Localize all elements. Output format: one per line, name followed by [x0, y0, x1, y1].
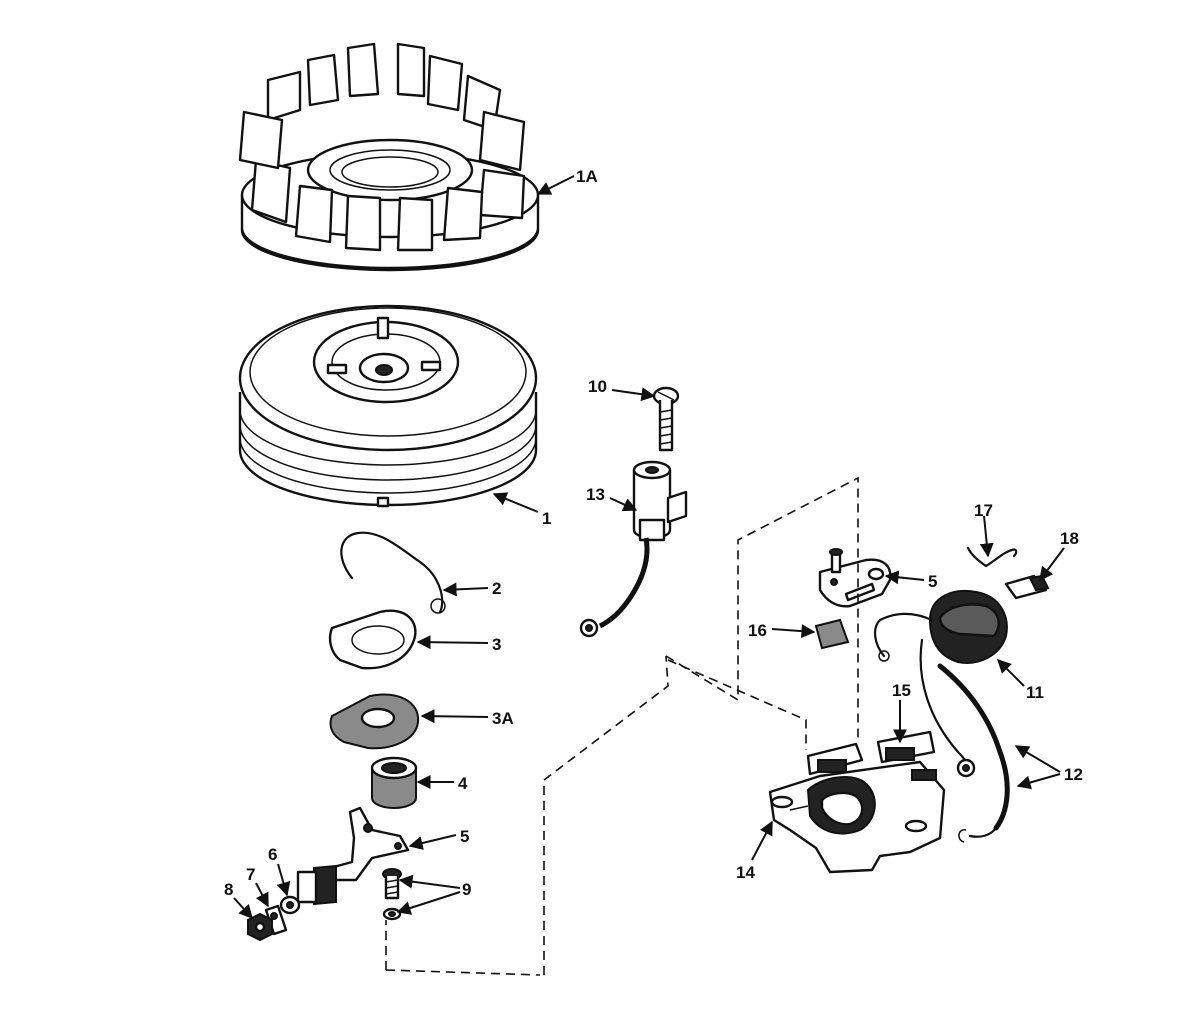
callout-labels: 1A 1 2 3 3A 4 5 6 7 8 9 10 13 5 16 17 18… [224, 167, 1083, 899]
callout-18: 18 [1060, 529, 1079, 548]
callout-12: 12 [1064, 765, 1083, 784]
flywheel-part-1 [238, 304, 538, 508]
callout-15: 15 [892, 681, 911, 700]
callout-17: 17 [974, 501, 993, 520]
bracket-part-5 [818, 548, 892, 608]
callout-1A: 1A [576, 167, 598, 186]
callout-11: 11 [1026, 683, 1044, 702]
callout-5-lower: 5 [460, 827, 469, 846]
armature-part-15 [806, 730, 936, 776]
small-washer-part-6 [279, 895, 301, 915]
callout-5-upper: 5 [928, 572, 937, 591]
callout-10: 10 [588, 377, 607, 396]
fan-part-1A [238, 42, 540, 272]
callout-7: 7 [246, 865, 255, 884]
callout-14: 14 [736, 863, 755, 882]
spring-part-2 [340, 531, 446, 614]
coil-part-11 [874, 590, 1008, 778]
callout-3: 3 [492, 635, 501, 654]
callout-9: 9 [462, 880, 471, 899]
callout-6: 6 [268, 845, 277, 864]
leader-arrows [233, 175, 1065, 920]
felt-pad-part-16 [814, 618, 850, 650]
wire-clip-part-17 [966, 546, 1018, 568]
callout-16: 16 [748, 621, 767, 640]
lead-part-12 [937, 663, 1010, 843]
callout-1: 1 [542, 509, 551, 528]
condenser-part-13 [579, 460, 688, 638]
stator-plate-part-14 [768, 760, 946, 874]
bushing-part-4 [370, 756, 418, 809]
callout-4: 4 [458, 774, 468, 793]
callout-2: 2 [492, 579, 501, 598]
callout-8: 8 [224, 880, 233, 899]
callout-3A: 3A [492, 709, 514, 728]
felt-washer-part-3A [329, 693, 420, 750]
screw-part-10 [652, 386, 680, 452]
screw-part-9 [382, 868, 402, 921]
nut-part-8 [247, 912, 273, 942]
washer-part-3 [328, 609, 417, 670]
callout-13: 13 [586, 485, 605, 504]
breaker-arm-part-5 [296, 806, 410, 906]
assembly-guide-lines [385, 476, 859, 976]
